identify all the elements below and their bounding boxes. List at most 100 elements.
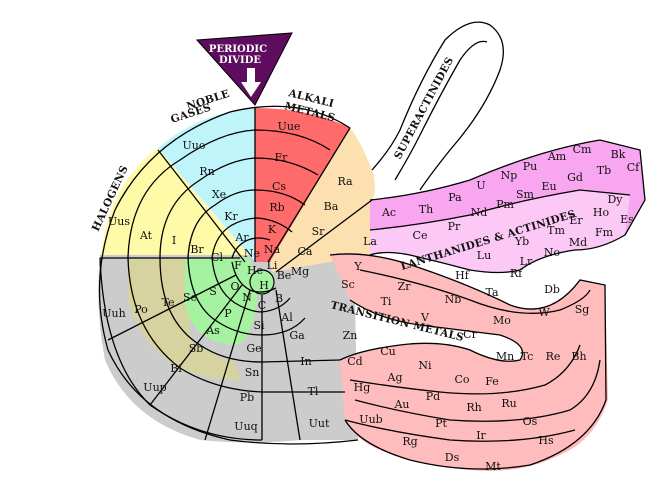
element-symbol: Eu: [541, 180, 556, 193]
superactinides-inner: [394, 40, 488, 181]
element-symbol: U: [476, 179, 485, 192]
element-symbol: Uue: [278, 120, 301, 133]
element-symbol: Fe: [485, 375, 499, 388]
element-symbol: Rf: [510, 267, 523, 280]
element-symbol: Tm: [547, 224, 565, 237]
noble-gases-region: [158, 108, 255, 262]
element-symbol: Os: [523, 415, 538, 428]
element-symbol: Ru: [501, 397, 516, 410]
element-symbol: Yb: [514, 235, 529, 248]
element-symbol: F: [234, 259, 242, 272]
ring-arc-3: [187, 189, 306, 259]
element-symbol: Ne: [244, 247, 260, 260]
element-symbol: Kr: [224, 210, 238, 223]
transition-track-2: [354, 359, 601, 422]
element-symbol: Ds: [445, 451, 460, 464]
metalloid-region: [128, 258, 240, 380]
element-symbol: Lu: [477, 249, 491, 262]
element-symbol: V: [420, 311, 430, 324]
periodic-divide-label-1: PERIODIC: [209, 44, 267, 55]
ring-lower-1: [127, 257, 345, 393]
element-symbol: Na: [264, 243, 281, 256]
element-symbol: Cm: [573, 143, 592, 156]
element-symbol: Y: [353, 260, 362, 273]
divider-lower-3: [149, 284, 243, 406]
element-symbol: Pr: [448, 220, 461, 233]
ring-lower-2: [159, 257, 341, 363]
element-symbol: Tb: [597, 164, 611, 177]
transition-outline: [329, 253, 607, 470]
element-symbol: Cs: [272, 180, 286, 193]
divider-lower-4: [275, 289, 301, 441]
element-symbol: Li: [267, 259, 278, 272]
element-symbol: Ag: [387, 371, 403, 384]
element-symbol: Te: [162, 296, 175, 309]
element-symbol: Fm: [595, 226, 614, 239]
element-symbol: Xe: [212, 188, 226, 201]
element-symbol: He: [247, 264, 263, 277]
element-symbol: Mn: [496, 350, 514, 363]
element-symbol: Cf: [627, 161, 640, 174]
element-symbol: Ta: [485, 286, 498, 299]
element-symbol: In: [300, 355, 311, 368]
divider-alkearth: [275, 199, 373, 273]
ring-arc-5: [231, 237, 271, 259]
element-symbol: Db: [544, 283, 560, 296]
element-symbol: Ir: [476, 429, 486, 442]
divider-lower-2: [204, 289, 251, 441]
element-symbol: Pt: [435, 417, 447, 430]
element-symbol: Fr: [275, 151, 289, 164]
transition-track-1: [359, 269, 591, 314]
element-symbol: Sr: [312, 225, 326, 238]
element-symbol: Zn: [343, 329, 358, 342]
element-symbol: Cd: [347, 355, 362, 368]
element-symbol: Ce: [413, 229, 428, 242]
element-symbol: O: [230, 280, 239, 293]
ring-lower-4: [211, 257, 291, 313]
periodic-divide-arrow-icon: [241, 68, 261, 97]
element-symbol: Sn: [245, 366, 260, 379]
element-symbol: Pb: [240, 391, 254, 404]
element-symbol: Br: [190, 243, 204, 256]
transition-inner: [339, 299, 524, 362]
element-symbol: Uuq: [234, 420, 257, 433]
element-symbol: Mg: [291, 265, 309, 278]
element-symbol: As: [205, 324, 220, 337]
element-symbol: N: [242, 291, 252, 304]
lanthanides-outline: [369, 139, 646, 274]
lanthanides-inner-band: [370, 190, 630, 273]
element-symbol: Au: [393, 398, 409, 411]
element-symbol: Si: [253, 319, 265, 332]
element-symbol: Ar: [234, 231, 249, 244]
element-symbol: Ga: [289, 329, 305, 342]
element-symbol: Rg: [402, 435, 417, 448]
element-symbol: Sm: [516, 188, 535, 201]
element-symbol: Uus: [108, 215, 130, 228]
element-symbol: Hg: [354, 381, 371, 394]
divider-alkali: [267, 127, 351, 263]
element-symbol: K: [268, 223, 277, 236]
outer-outline: [98, 105, 359, 445]
element-symbol: Uut: [309, 417, 330, 430]
divider-lower-5: [107, 274, 237, 341]
element-symbol: Al: [280, 311, 293, 324]
element-symbol: Ti: [381, 295, 392, 308]
element-symbol: Nd: [471, 206, 488, 219]
element-symbol: Np: [501, 169, 518, 182]
element-symbol: Th: [419, 203, 433, 216]
element-symbol: Ni: [418, 359, 432, 372]
element-symbol: Rh: [466, 401, 481, 414]
element-symbol: Es: [620, 213, 634, 226]
element-symbol: Ge: [246, 342, 261, 355]
element-symbol: Mt: [485, 460, 501, 473]
element-symbol: Mo: [493, 314, 511, 327]
element-symbol: Pu: [523, 160, 538, 173]
ring-arc-4: [211, 217, 293, 259]
element-symbol: Dy: [607, 193, 623, 206]
element-symbol: Bi: [170, 362, 182, 375]
superactinides-outline: [371, 21, 504, 191]
element-symbol: Uub: [359, 413, 382, 426]
element-symbol: At: [139, 229, 153, 242]
element-symbol: Pd: [426, 390, 440, 403]
element-symbol: W: [538, 306, 550, 319]
